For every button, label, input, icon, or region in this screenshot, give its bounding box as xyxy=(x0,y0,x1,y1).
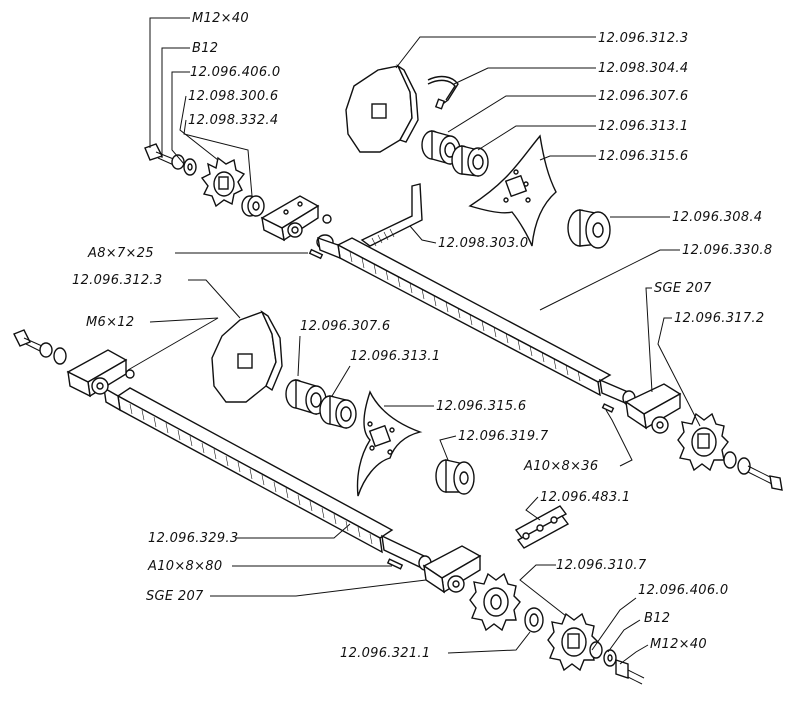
label-12.096.307.6-top: 12.096.307.6 xyxy=(598,89,688,104)
label-12.096.406.0-top: 12.096.406.0 xyxy=(190,65,280,80)
label-m12x40-bottom: M12×40 xyxy=(650,637,707,652)
sprocket-lower-a xyxy=(469,572,521,632)
label-12.096.307.6-mid: 12.096.307.6 xyxy=(300,319,390,334)
upper-shaft xyxy=(316,234,636,407)
label-b12-top: B12 xyxy=(192,41,218,56)
label-12.096.321.1: 12.096.321.1 xyxy=(340,646,430,661)
label-12.098.332.4: 12.098.332.4 xyxy=(188,113,278,128)
sprocket-upper-left xyxy=(200,156,246,208)
label-12.096.315.6-top: 12.096.315.6 xyxy=(598,149,688,164)
key-a8x7x25 xyxy=(308,248,324,260)
label-sge207-left: SGE 207 xyxy=(146,589,204,604)
roller-lower xyxy=(435,459,475,495)
lower-shaft xyxy=(103,386,432,572)
label-12.098.304.4: 12.098.304.4 xyxy=(598,61,688,76)
l-rod xyxy=(360,183,423,247)
spacer-tube-lower-b xyxy=(319,395,357,429)
label-12.096.406.0-bottom: 12.096.406.0 xyxy=(638,583,728,598)
label-12.096.319.7: 12.096.319.7 xyxy=(458,429,549,444)
label-12.096.313.1-mid: 12.096.313.1 xyxy=(350,349,440,364)
chain-link xyxy=(514,505,570,549)
sprocket-upper-right xyxy=(677,412,729,472)
bolt-right xyxy=(723,451,783,491)
label-m6x12: M6×12 xyxy=(86,315,134,330)
roller-upper xyxy=(567,209,611,249)
bolt-m12-lower xyxy=(589,641,645,685)
label-12.098.300.6: 12.098.300.6 xyxy=(188,89,278,104)
label-12.096.308.4: 12.096.308.4 xyxy=(672,210,762,225)
leader-lines xyxy=(127,17,701,665)
label-12.096.315.6-mid: 12.096.315.6 xyxy=(436,399,526,414)
label-a8x7x25: A8×7×25 xyxy=(87,246,154,261)
label-12.098.303.0: 12.098.303.0 xyxy=(438,236,528,251)
bearing-block-upper-right xyxy=(624,383,682,434)
spacer-tube-lower-a xyxy=(285,379,327,415)
disc-upper xyxy=(345,64,419,153)
sprocket-lower-b xyxy=(547,612,599,672)
key-a10x8x36 xyxy=(601,403,615,413)
bearing-block-upper-left xyxy=(260,195,332,242)
spacer-tube-upper-b xyxy=(451,145,489,177)
label-sge207-right: SGE 207 xyxy=(654,281,712,296)
bent-pin xyxy=(427,75,459,110)
bolt-m6-lower-left xyxy=(13,329,67,365)
label-12.096.483.1: 12.096.483.1 xyxy=(540,490,630,505)
label-12.096.330.8: 12.096.330.8 xyxy=(682,243,772,258)
label-a10x8x36: A10×8×36 xyxy=(523,459,598,474)
label-12.096.312.3-top: 12.096.312.3 xyxy=(598,31,688,46)
label-12.096.312.3-left: 12.096.312.3 xyxy=(72,273,162,288)
bearing-block-lower-left xyxy=(66,349,135,398)
label-b12-bottom: B12 xyxy=(644,611,670,626)
three-arm-flange-lower xyxy=(356,390,423,497)
bushing-upper-left xyxy=(241,195,265,217)
label-12.096.310.7: 12.096.310.7 xyxy=(556,558,647,573)
bolt-m12-upper xyxy=(144,143,197,176)
label-a10x8x80: A10×8×80 xyxy=(147,559,222,574)
three-arm-flange-upper xyxy=(468,134,557,247)
disc-lower xyxy=(211,310,283,403)
label-12.096.329.3: 12.096.329.3 xyxy=(148,531,238,546)
label-12.096.317.2: 12.096.317.2 xyxy=(674,311,764,326)
washer-12.096.321.1 xyxy=(524,607,544,633)
part-labels: M12×40 B12 12.096.406.0 12.098.300.6 12.… xyxy=(72,11,772,661)
label-12.096.313.1-top: 12.096.313.1 xyxy=(598,119,688,134)
bearing-block-lower-right xyxy=(422,545,482,594)
key-a10x8x80 xyxy=(386,558,404,570)
label-m12x40-top: M12×40 xyxy=(192,11,249,26)
